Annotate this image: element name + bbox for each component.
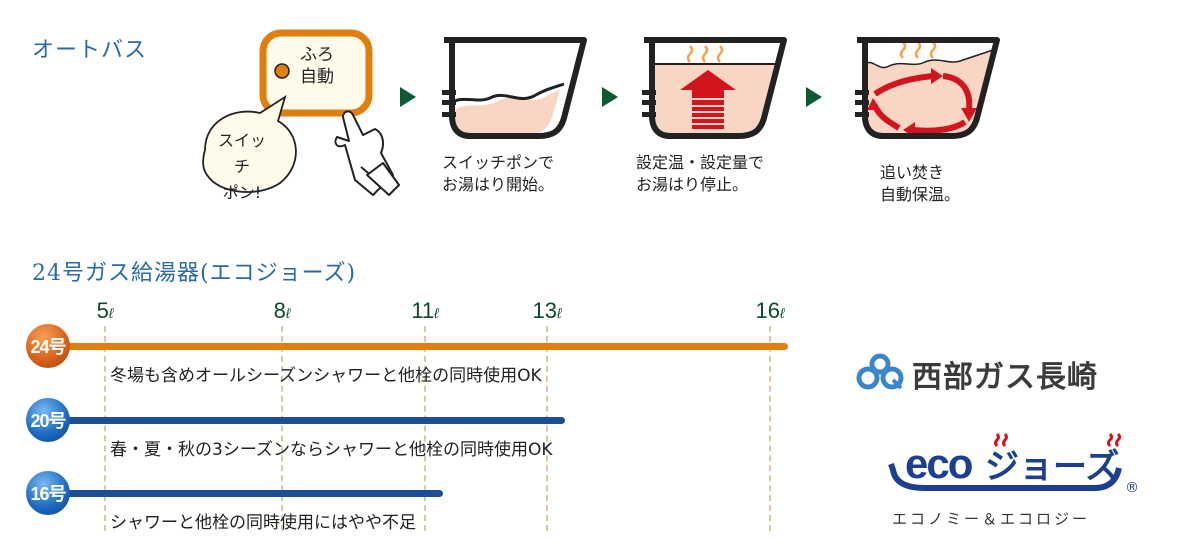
tick-value: 13 — [532, 298, 557, 323]
tick-unit: ℓ — [434, 305, 439, 321]
capacity-bar-24号 — [60, 343, 788, 350]
circulation-arrows-icon — [872, 73, 973, 134]
steam-icon — [899, 41, 937, 59]
bathtub-full-icon — [642, 37, 787, 139]
capacity-bar-20号 — [60, 417, 565, 424]
steam-icon — [686, 45, 724, 63]
tick-value: 8 — [273, 298, 286, 323]
step-arrow-icon — [806, 87, 822, 107]
company-name: 西部ガス長崎 — [912, 360, 1098, 395]
size-badge: 20号 — [26, 398, 70, 442]
bathtub-filling-icon — [442, 37, 587, 139]
pointing-hand-icon — [334, 110, 400, 196]
bubble-line-2: ポン! — [222, 183, 262, 202]
step-3-line-2: 自動保温。 — [880, 185, 961, 204]
bubble-line-1: スイッチ — [217, 131, 266, 176]
step-1-caption: スイッチポンで お湯はり開始。 — [442, 152, 554, 196]
tick-value: 16 — [755, 298, 780, 323]
button-label-furo: ふろ — [300, 45, 334, 65]
step-2-line-2: お湯はり停止。 — [636, 175, 749, 194]
indicator-lamp-icon — [274, 63, 290, 79]
step-1-line-2: お湯はり開始。 — [442, 175, 555, 194]
step-3-caption: 追い焚き 自動保温。 — [880, 162, 960, 206]
capacity-bar-16号 — [60, 490, 443, 497]
auto-bath-title: オートバス — [32, 38, 148, 63]
svg-text:eco: eco — [905, 440, 973, 487]
step-2-caption: 設定温・設定量で お湯はり停止。 — [636, 152, 764, 196]
tick-unit: ℓ — [556, 305, 562, 321]
x-tick-label: 5ℓ — [97, 298, 114, 324]
tick-unit: ℓ — [779, 305, 785, 321]
size-badge: 24号 — [26, 324, 70, 368]
x-tick-label: 16ℓ — [755, 298, 784, 324]
row-description: シャワーと他栓の同時使用にはやや不足 — [110, 513, 416, 533]
speech-bubble-text: スイッチ ポン! — [212, 128, 272, 206]
gridline — [104, 326, 106, 531]
auto-button-illustration — [202, 29, 400, 196]
tick-unit: ℓ — [285, 305, 291, 321]
tick-value: 5 — [96, 298, 109, 323]
button-label-jidou: 自動 — [300, 67, 334, 87]
furo-auto-button-frame — [259, 29, 373, 117]
registered-mark: ® — [1125, 480, 1139, 496]
gridline — [281, 326, 283, 531]
gridline — [424, 326, 426, 531]
row-description: 冬場も含めオールシーズンシャワーと他栓の同時使用OK — [110, 366, 542, 386]
svg-text:ジョーズ: ジョーズ — [985, 447, 1119, 487]
heater-title: 24号ガス給湯器(エコジョーズ) — [32, 261, 357, 286]
x-tick-label: 8ℓ — [274, 298, 291, 324]
rising-arrow-icon — [680, 70, 736, 129]
tick-unit: ℓ — [108, 305, 114, 321]
furo-auto-button: ふろ 自動 — [300, 44, 334, 88]
step-arrow-icon — [400, 87, 416, 107]
arrowheads — [867, 68, 977, 138]
eco-subtitle: エコノミー＆エコロジー — [892, 510, 1091, 528]
bathtub-reheat-icon — [855, 37, 1000, 139]
tick-value: 11 — [411, 298, 435, 323]
step-3-line-1: 追い焚き — [880, 163, 945, 182]
gridline — [769, 326, 771, 531]
step-2-line-1: 設定温・設定量で — [636, 153, 765, 172]
size-badge: 16号 — [26, 471, 70, 515]
gridline — [546, 326, 548, 531]
eco-jozu-logo-icon: eco ジョーズ — [888, 432, 1122, 491]
step-arrow-icon — [602, 87, 618, 107]
x-tick-label: 13ℓ — [532, 298, 561, 324]
saibu-gas-logo-icon — [856, 353, 904, 390]
x-tick-label: 11ℓ — [411, 298, 438, 324]
step-1-line-1: スイッチポンで — [442, 153, 555, 172]
speech-bubble-icon — [202, 94, 297, 193]
row-description: 春・夏・秋の3シーズンならシャワーと他栓の同時使用OK — [110, 440, 553, 460]
